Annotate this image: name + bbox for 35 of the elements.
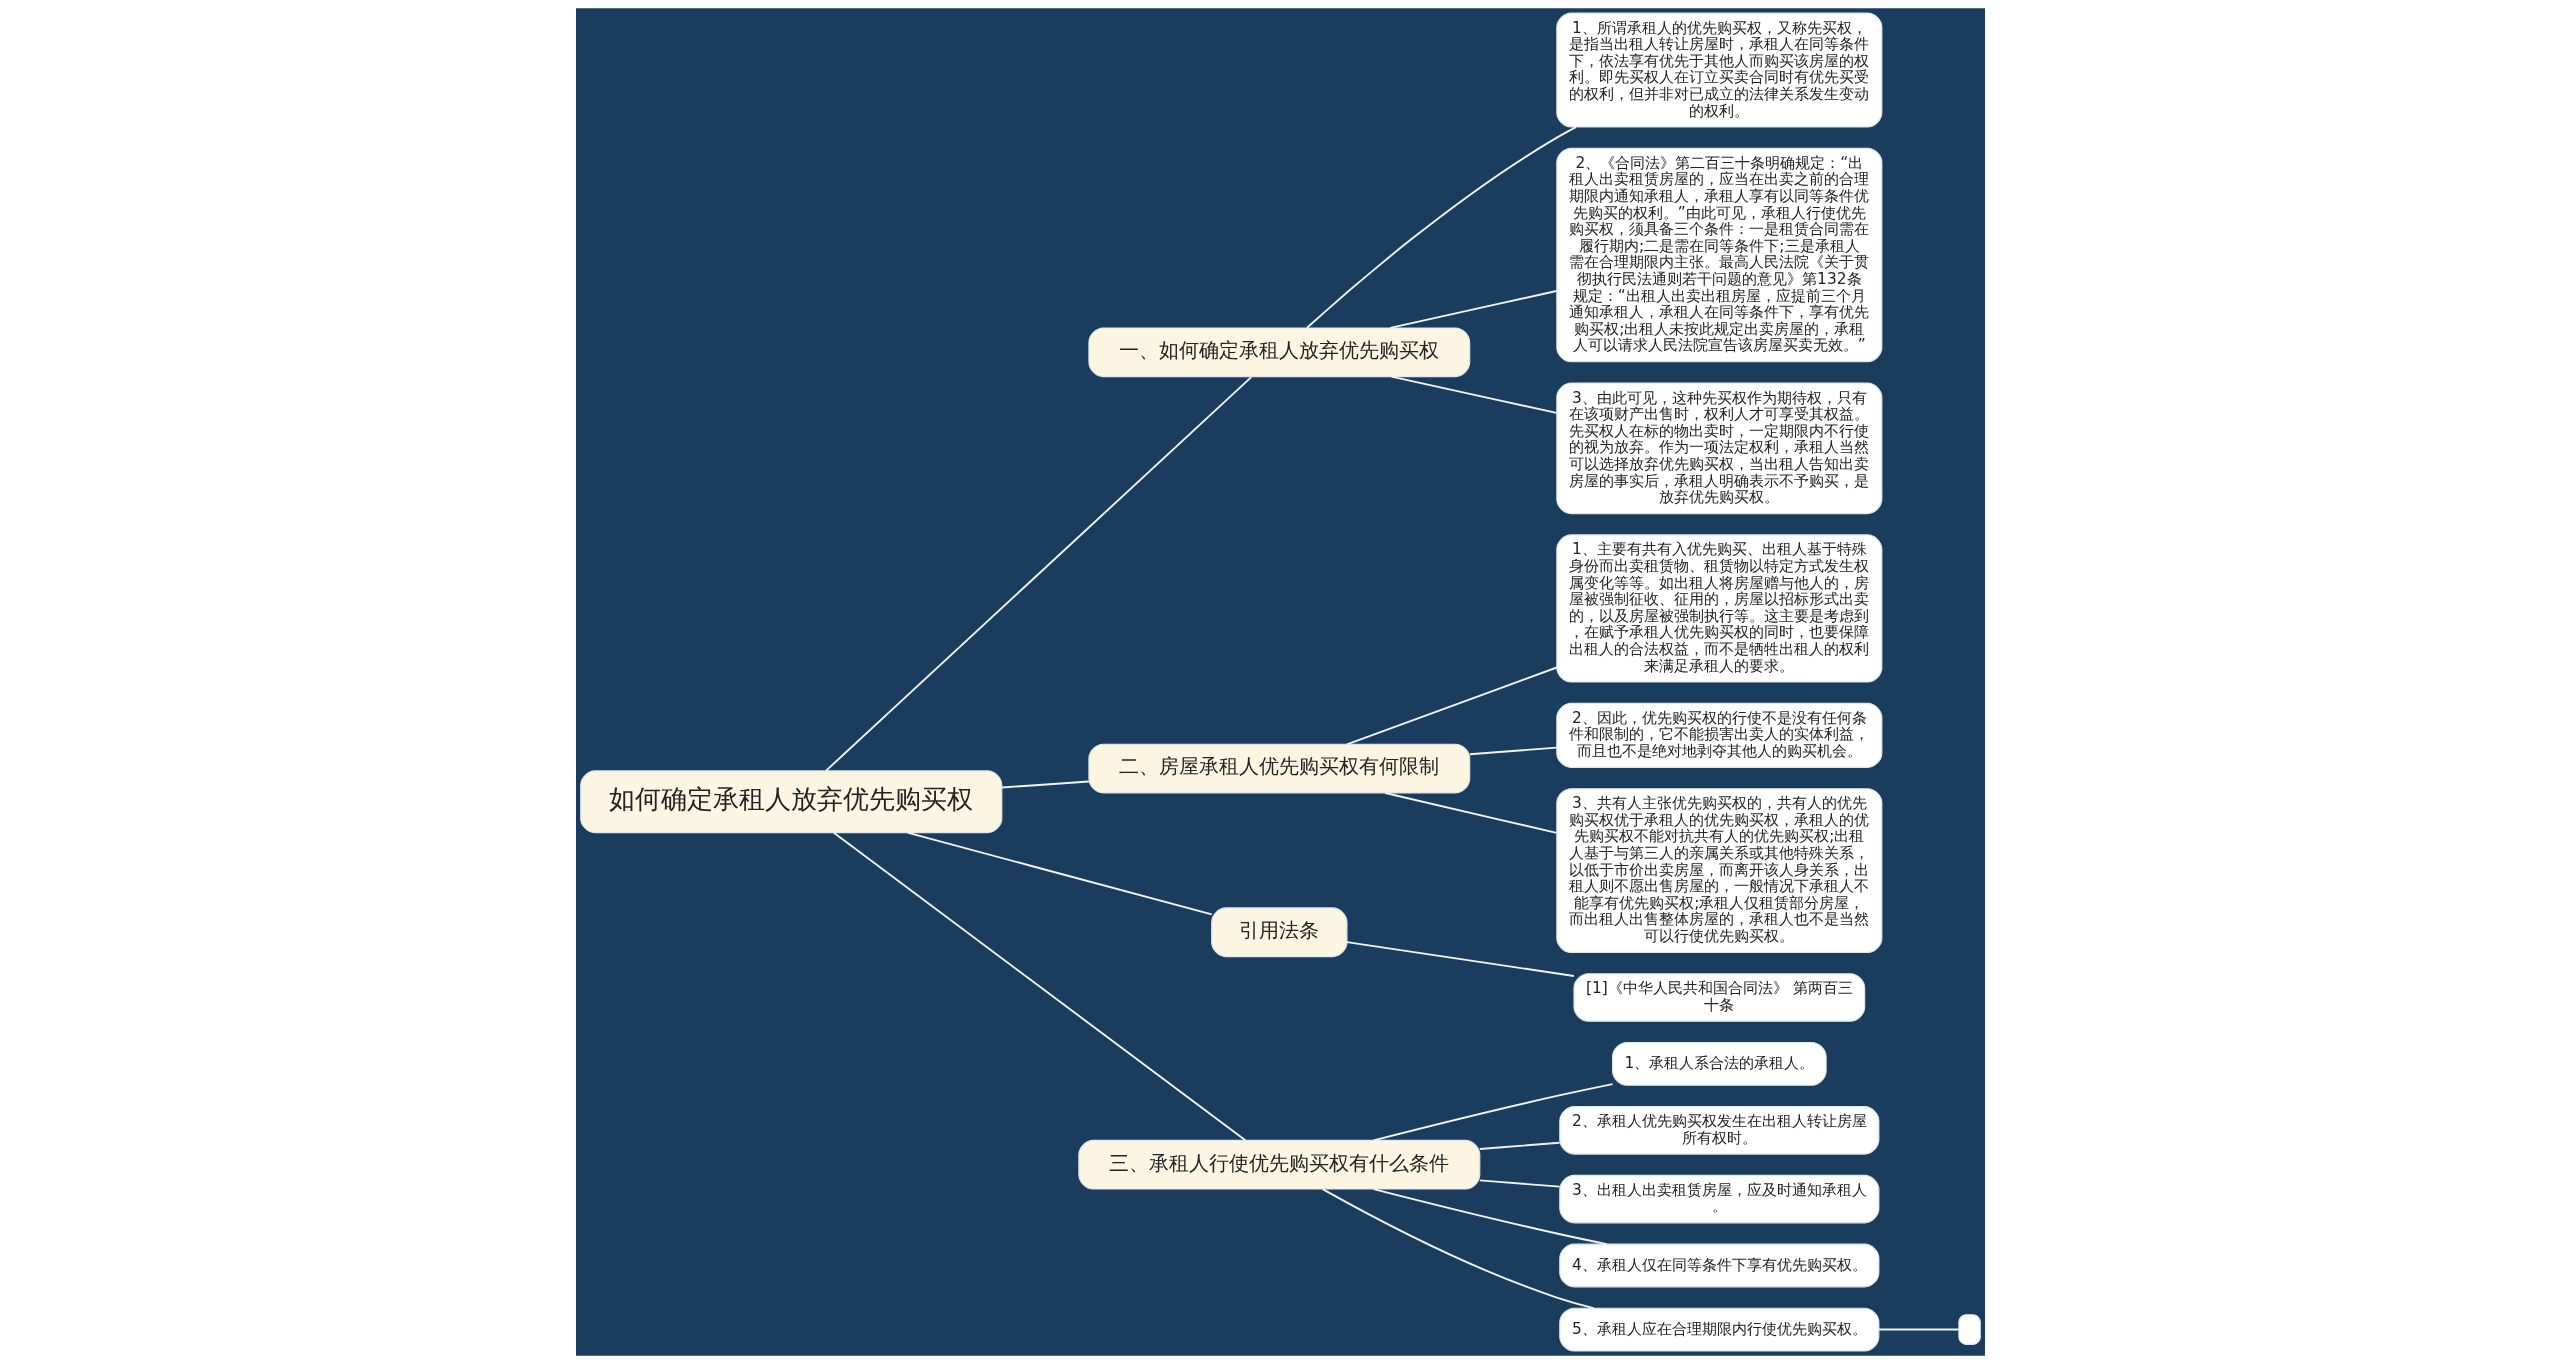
connector: [1390, 375, 1557, 414]
connector: [1478, 1141, 1560, 1150]
node-box: 2、承租人优先购买权发生在出租人转让房屋所有权时。: [1558, 1106, 1879, 1155]
connector: [1372, 1083, 1614, 1142]
node-box: 如何确定承租人放弃优先购买权: [579, 770, 1002, 834]
connector: [1305, 126, 1577, 329]
node-box: [1]《中华人民共和国合同法》 第两百三十条: [1572, 973, 1865, 1022]
connector: [1877, 1328, 1959, 1331]
node-box: 5、承租人应在合理期限内行使优先购买权。: [1558, 1307, 1879, 1352]
node-box: 3、共有人主张优先购买权的，共有人的优先购买权优于承租人的优先购买权，承租人的优先购买权不能对抗共有人的优先购买权;出租人基于与第三人的亲属关系或其他特殊关系，以低于市价出卖房屋，而离开该人身关系，出租人则不愿出售房屋的，一般情况下承租人不能享有优先购买权;承租人仅租赁部分房屋，而出租人出售整体房屋的，承租人也不是当然可以行使优先购买权。: [1555, 788, 1882, 953]
node-box: 1、承租人系合法的承租人。: [1611, 1041, 1827, 1086]
connector: [1345, 941, 1575, 977]
node-box: 4、承租人仅在同等条件下享有优先购买权。: [1558, 1243, 1879, 1288]
connector: [1345, 666, 1558, 746]
connector: [1468, 746, 1557, 756]
node-box: [1957, 1314, 1981, 1345]
node-box: 2、《合同法》第二百三十条明确规定：“出租人出卖租赁房屋的，应当在出卖之前的合理期限内通知承租人，承租人享有以同等条件优先购买的权利。”由此可见，承租人行使优先购买权，须具备三个条件：一是租赁合同需在履行期内;二是需在同等条件下;三是承租人需在合理期限内主张。最高人民法院《关于贯彻执行民法通则若干问题的意见》第132条规定：“出租人出卖出租房屋，应提前三个月通知承租人，承租人在同等条件下，享有优先购买权;出租人未按此规定出卖房屋的，承租人可以请求人民法院宣告该房屋买卖无效。”: [1555, 147, 1882, 363]
connector: [1383, 792, 1557, 834]
connector: [1388, 290, 1557, 329]
node-box: 一、如何确定承租人放弃优先购买权: [1087, 327, 1470, 378]
node-box: 1、所谓承租人的优先购买权，又称先买权，是指当出租人转让房屋时，承租人在同等条件下，依法享有优先于其他人而购买该房屋的权利。即先买权人在订立买卖合同时有优先买受的权利，但并非对已成立的法律关系发生变动的权利。: [1555, 12, 1882, 128]
node-box: 3、出租人出卖租赁房屋，应及时通知承租人。: [1558, 1174, 1879, 1224]
node-box: 3、由此可见，这种先买权作为期待权，只有在该项财产出售时，权利人才可享受其权益。先买权人在标的物出卖时，一定期限内不行使的视为放弃。作为一项法定权利，承租人当然可以选择放弃优先购买权，当出租人告知出卖房屋的事实后，承租人明确表示不予购买，是放弃优先购买权。: [1555, 382, 1882, 515]
connector: [1000, 780, 1090, 789]
node-box: 二、房屋承租人优先购买权有何限制: [1087, 743, 1470, 794]
node-box: 2、因此，优先购买权的行使不是没有任何条件和限制的，它不能损害出卖人的实体利益，而且也不是绝对地剥夺其他人的购买机会。: [1555, 702, 1882, 768]
connector: [832, 831, 1246, 1142]
connector: [824, 376, 1252, 772]
node-box: 1、主要有共有入优先购买、出租人基于特殊身份而出卖租赁物、租赁物以特定方式发生权属变化等等。如出租人将房屋赠与他人的，房屋被强制征收、征用的，房屋以招标形式出卖的，以及房屋被强制执行等。这主要是考虑到，在赋予承租人优先购买权的同时，也要保障出租人的合法权益，而不是牺牲出租人的权利来满足承租人的要求。: [1555, 534, 1882, 683]
node-box: 引用法条: [1210, 907, 1347, 958]
connector: [1372, 1188, 1608, 1246]
connector: [1478, 1179, 1560, 1188]
connector: [906, 831, 1213, 916]
node-box: 三、承租人行使优先购买权有什么条件: [1077, 1139, 1480, 1190]
connector: [1321, 1188, 1595, 1310]
